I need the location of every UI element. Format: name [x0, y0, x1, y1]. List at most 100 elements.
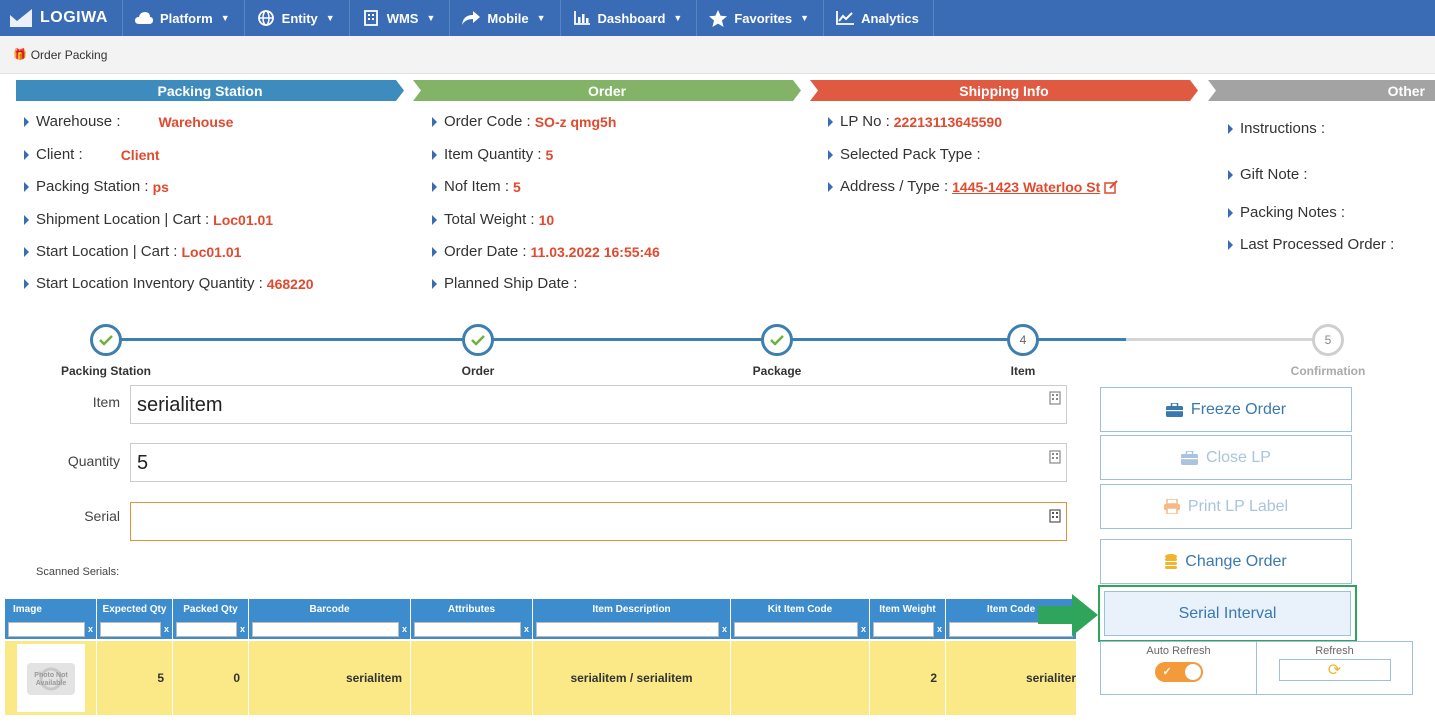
filter-barcode[interactable]: x — [249, 619, 411, 639]
start-inventory-label: Start Location Inventory Quantity : — [36, 275, 263, 292]
start-inventory-value: 468220 — [266, 275, 314, 292]
filter-expected-qty[interactable]: x — [97, 619, 173, 639]
step-order[interactable] — [462, 324, 494, 356]
progress-line-done — [106, 338, 1126, 341]
nav-entity[interactable]: Entity ▼ — [245, 0, 350, 36]
col-kit-item-code[interactable]: Kit Item Code — [731, 599, 870, 619]
shipment-location-label: Shipment Location | Cart : — [36, 211, 210, 228]
lp-no-value: 22213113645590 — [893, 113, 1002, 130]
keyboard-icon[interactable] — [1049, 450, 1061, 464]
stack-icon — [1165, 554, 1178, 569]
col-expected-qty[interactable]: Expected Qty — [97, 599, 173, 619]
cell-expected-qty: 5 — [97, 641, 173, 715]
caret-right-icon — [24, 116, 29, 127]
caret-right-icon — [432, 246, 437, 257]
step-label-item: Item — [1010, 364, 1036, 378]
clear-icon[interactable]: x — [936, 624, 942, 634]
item-label: Item — [92, 394, 120, 410]
brand-name: LOGIWA — [40, 9, 108, 26]
step-item[interactable]: 4 — [1007, 324, 1039, 356]
col-attributes[interactable]: Attributes — [411, 599, 533, 619]
nav-favorites[interactable]: Favorites ▼ — [697, 0, 825, 36]
caret-right-icon — [1228, 239, 1233, 250]
step-label-package: Package — [752, 364, 802, 378]
brand-logo[interactable]: LOGIWA — [0, 0, 123, 36]
order-date-value: 11.03.2022 16:55:46 — [530, 243, 660, 260]
col-item-description[interactable]: Item Description — [533, 599, 731, 619]
filter-item-description[interactable]: x — [533, 619, 731, 639]
caret-right-icon — [432, 116, 437, 127]
nav-mobile[interactable]: Mobile ▼ — [450, 0, 561, 36]
briefcase-icon — [1165, 402, 1183, 417]
progress-line-pending — [1126, 338, 1328, 341]
chevron-down-icon: ▼ — [673, 13, 683, 23]
freeze-order-button[interactable]: Freeze Order — [1100, 387, 1352, 432]
cell-barcode: serialitem — [249, 641, 411, 715]
clear-icon[interactable]: x — [523, 624, 529, 634]
filter-item-code[interactable] — [946, 619, 1077, 639]
serial-interval-button[interactable]: Serial Interval — [1104, 591, 1351, 636]
clear-icon[interactable]: x — [401, 624, 407, 634]
col-image[interactable]: Image — [5, 599, 97, 619]
col-item-weight[interactable]: Item Weight — [870, 599, 946, 619]
quantity-input[interactable]: 5 — [130, 443, 1067, 482]
keyboard-icon[interactable] — [1049, 391, 1061, 405]
print-lp-label-text: Print LP Label — [1187, 497, 1289, 515]
step-label-order: Order — [461, 364, 495, 378]
packing-notes-row: Packing Notes : — [1228, 204, 1345, 221]
shipping-info-title: Shipping Info — [959, 82, 1049, 99]
star-icon — [709, 9, 728, 27]
nof-item-row: Nof Item :5 — [432, 178, 521, 195]
change-order-button[interactable]: Change Order — [1100, 539, 1352, 584]
filter-kit-item-code[interactable]: x — [731, 619, 870, 639]
lp-no-row: LP No :22213113645590 — [828, 113, 1002, 130]
item-quantity-row: Item Quantity :5 — [432, 146, 553, 163]
clear-icon[interactable]: x — [860, 624, 866, 634]
clear-icon[interactable]: x — [721, 624, 727, 634]
caret-right-icon — [24, 181, 29, 192]
order-code-row: Order Code :SO-z qmg5h — [432, 113, 616, 130]
chevron-down-icon: ▼ — [426, 13, 436, 23]
total-weight-row: Total Weight :10 — [432, 211, 554, 228]
serial-input[interactable] — [130, 502, 1067, 541]
last-processed-order-label: Last Processed Order : — [1240, 236, 1395, 253]
globe-icon — [257, 9, 275, 27]
step-confirmation[interactable]: 5 — [1312, 324, 1344, 356]
filter-item-weight[interactable]: x — [870, 619, 946, 639]
filter-image[interactable]: x — [5, 619, 97, 639]
refresh-button[interactable]: ⟳ — [1278, 659, 1391, 681]
nav-platform[interactable]: Platform ▼ — [123, 0, 245, 36]
filter-packed-qty[interactable]: x — [173, 619, 249, 639]
filter-attributes[interactable]: x — [411, 619, 533, 639]
start-location-label: Start Location | Cart : — [36, 243, 178, 260]
col-barcode[interactable]: Barcode — [249, 599, 411, 619]
refresh-label: Refresh — [1315, 645, 1354, 657]
packing-station-title: Packing Station — [157, 82, 263, 99]
clear-icon[interactable]: x — [239, 624, 245, 634]
auto-refresh-label: Auto Refresh — [1146, 645, 1211, 657]
clear-icon[interactable]: x — [163, 624, 169, 634]
col-packed-qty[interactable]: Packed Qty — [173, 599, 249, 619]
nav-analytics[interactable]: Analytics — [824, 0, 934, 36]
close-lp-button[interactable]: Close LP — [1100, 435, 1352, 480]
nav-platform-label: Platform — [160, 10, 213, 26]
caret-right-icon — [432, 214, 437, 225]
keyboard-icon[interactable] — [1049, 509, 1061, 523]
check-icon — [471, 335, 485, 346]
auto-refresh-toggle[interactable]: ✓ — [1154, 662, 1203, 682]
print-lp-label-button[interactable]: Print LP Label — [1100, 484, 1352, 529]
svg-text:Available: Available — [35, 680, 66, 687]
edit-icon[interactable] — [1104, 179, 1118, 194]
clear-icon[interactable]: x — [87, 624, 93, 634]
nav-wms[interactable]: WMS ▼ — [350, 0, 451, 36]
address-link[interactable]: 1445-1423 Waterloo St — [952, 178, 1101, 195]
item-input[interactable]: serialitem — [130, 385, 1067, 424]
bar-chart-icon — [573, 9, 591, 27]
step-package[interactable] — [761, 324, 793, 356]
print-icon — [1163, 499, 1180, 514]
step-packing-station[interactable] — [90, 324, 122, 356]
nav-dashboard[interactable]: Dashboard ▼ — [561, 0, 698, 36]
cell-attributes — [411, 641, 533, 715]
nof-item-label: Nof Item : — [444, 178, 510, 195]
cell-item-weight: 2 — [870, 641, 946, 715]
